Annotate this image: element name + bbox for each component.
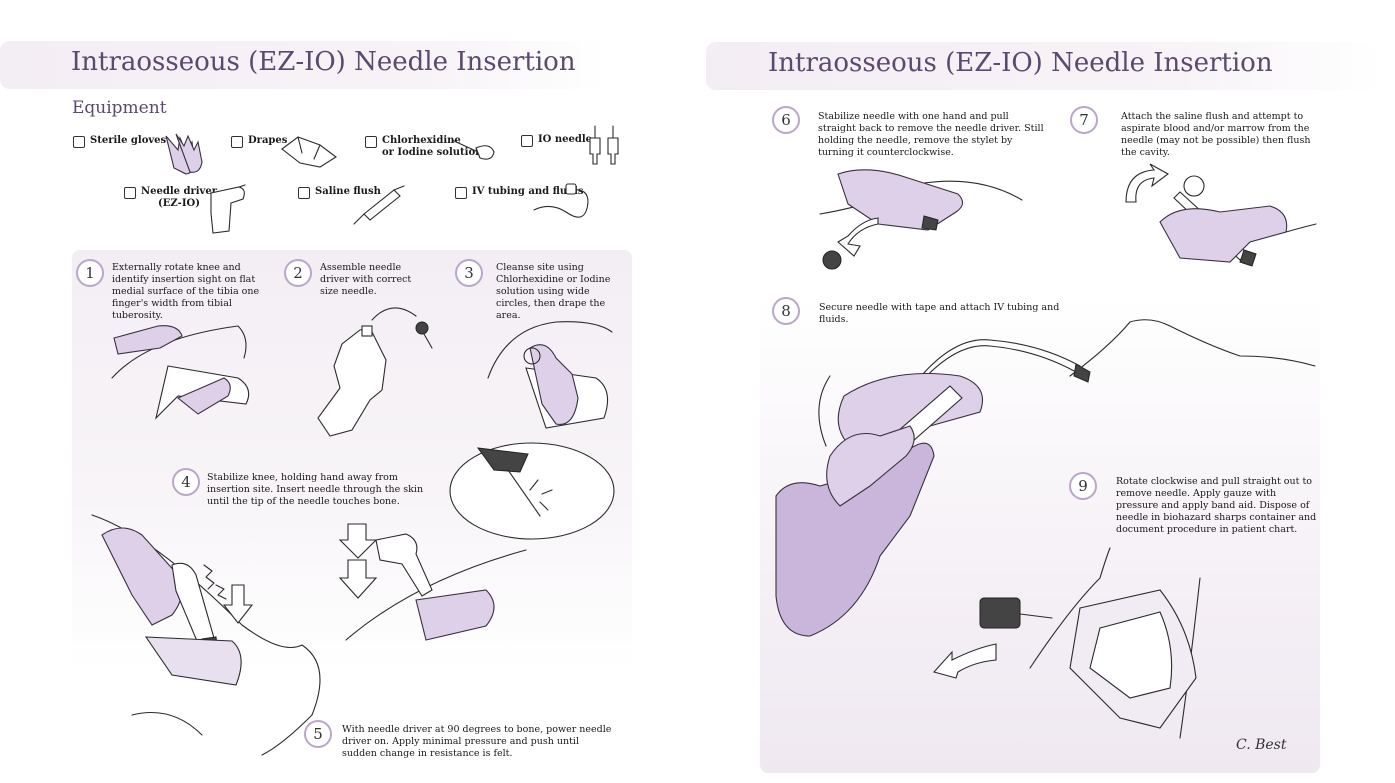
swab-illustration	[451, 139, 495, 160]
step-4-text: Stabilize knee, holding hand away from i…	[207, 472, 424, 507]
step-4-magnified-view	[449, 442, 615, 540]
right-page-title: Intraosseous (EZ-IO) Needle Insertion	[768, 48, 1273, 78]
checkbox[interactable]	[365, 136, 377, 148]
equipment-drapes[interactable]: Drapes	[231, 135, 287, 148]
checkbox[interactable]	[124, 187, 136, 199]
step-6-illustration	[819, 169, 1023, 270]
step-4-5-knee-illustration	[91, 514, 321, 756]
left-title-bar	[0, 41, 605, 89]
step-3-illustration	[487, 321, 613, 429]
step-2-illustration	[317, 307, 433, 437]
artist-signature: C. Best	[1236, 737, 1287, 753]
step-7-text: Attach the saline flush and attempt to a…	[1121, 111, 1311, 158]
right-title-bar	[706, 42, 1381, 90]
step-8-illustration	[775, 319, 1316, 637]
step-6-number: 6	[772, 106, 800, 134]
left-page-title: Intraosseous (EZ-IO) Needle Insertion	[71, 47, 576, 77]
step-1-illustration	[111, 325, 250, 420]
equipment-heading: Equipment	[72, 98, 167, 118]
equipment-saline-flush[interactable]: Saline flush	[298, 186, 381, 199]
syringe-illustration	[353, 185, 405, 225]
checkbox[interactable]	[521, 135, 533, 147]
step-3-text: Cleanse site using Chlorhexidine or Iodi…	[496, 262, 611, 321]
checkbox[interactable]	[231, 136, 243, 148]
step-9-text: Rotate clockwise and pull straight out t…	[1116, 476, 1317, 535]
step-2-number: 2	[284, 259, 312, 287]
needle-driver-illustration	[210, 184, 246, 234]
checkbox[interactable]	[73, 136, 85, 148]
gloves-illustration	[165, 133, 203, 175]
equipment-needle-driver[interactable]: Needle driver (EZ-IO)	[124, 186, 217, 210]
equipment-iv-tubing[interactable]: IV tubing and fluids	[455, 186, 584, 199]
equipment-label: IV tubing and fluids	[472, 186, 584, 197]
step-5-text: With needle driver at 90 degrees to bone…	[342, 724, 612, 759]
io-needle-illustration	[589, 125, 619, 165]
step-2-text: Assemble needle driver with correct size…	[320, 262, 412, 297]
step-1-text: Externally rotate knee and identify inse…	[112, 262, 260, 321]
equipment-label: Drapes	[248, 135, 288, 146]
equipment-label: Sterile gloves	[90, 135, 167, 146]
equipment-io-needle[interactable]: IO needle	[521, 134, 592, 147]
step-5-number: 5	[304, 720, 332, 748]
equipment-label: IO needle	[538, 134, 593, 145]
step-8-text: Secure needle with tape and attach IV tu…	[819, 302, 1060, 325]
drapes-illustration	[281, 136, 337, 168]
step-6-text: Stabilize needle with one hand and pull …	[818, 111, 1044, 158]
step-8-number: 8	[772, 297, 800, 325]
equipment-label: Chlorhexidine or Iodine solution	[382, 135, 483, 158]
step-4-number: 4	[172, 468, 200, 496]
step-9-illustration	[932, 547, 1201, 739]
step-1-number: 1	[76, 259, 104, 287]
step-7-illustration	[1125, 163, 1317, 267]
step-3-number: 3	[455, 259, 483, 287]
iv-tubing-illustration	[533, 183, 589, 218]
step-7-number: 7	[1070, 106, 1098, 134]
equipment-label: Needle driver (EZ-IO)	[141, 186, 218, 209]
checkbox[interactable]	[455, 187, 467, 199]
equipment-label: Saline flush	[315, 186, 381, 197]
checkbox[interactable]	[298, 187, 310, 199]
step-4-illustration	[338, 523, 527, 641]
step-9-number: 9	[1069, 472, 1097, 500]
equipment-chlorhexidine[interactable]: Chlorhexidine or Iodine solution	[365, 135, 482, 159]
equipment-sterile-gloves[interactable]: Sterile gloves	[73, 135, 166, 148]
